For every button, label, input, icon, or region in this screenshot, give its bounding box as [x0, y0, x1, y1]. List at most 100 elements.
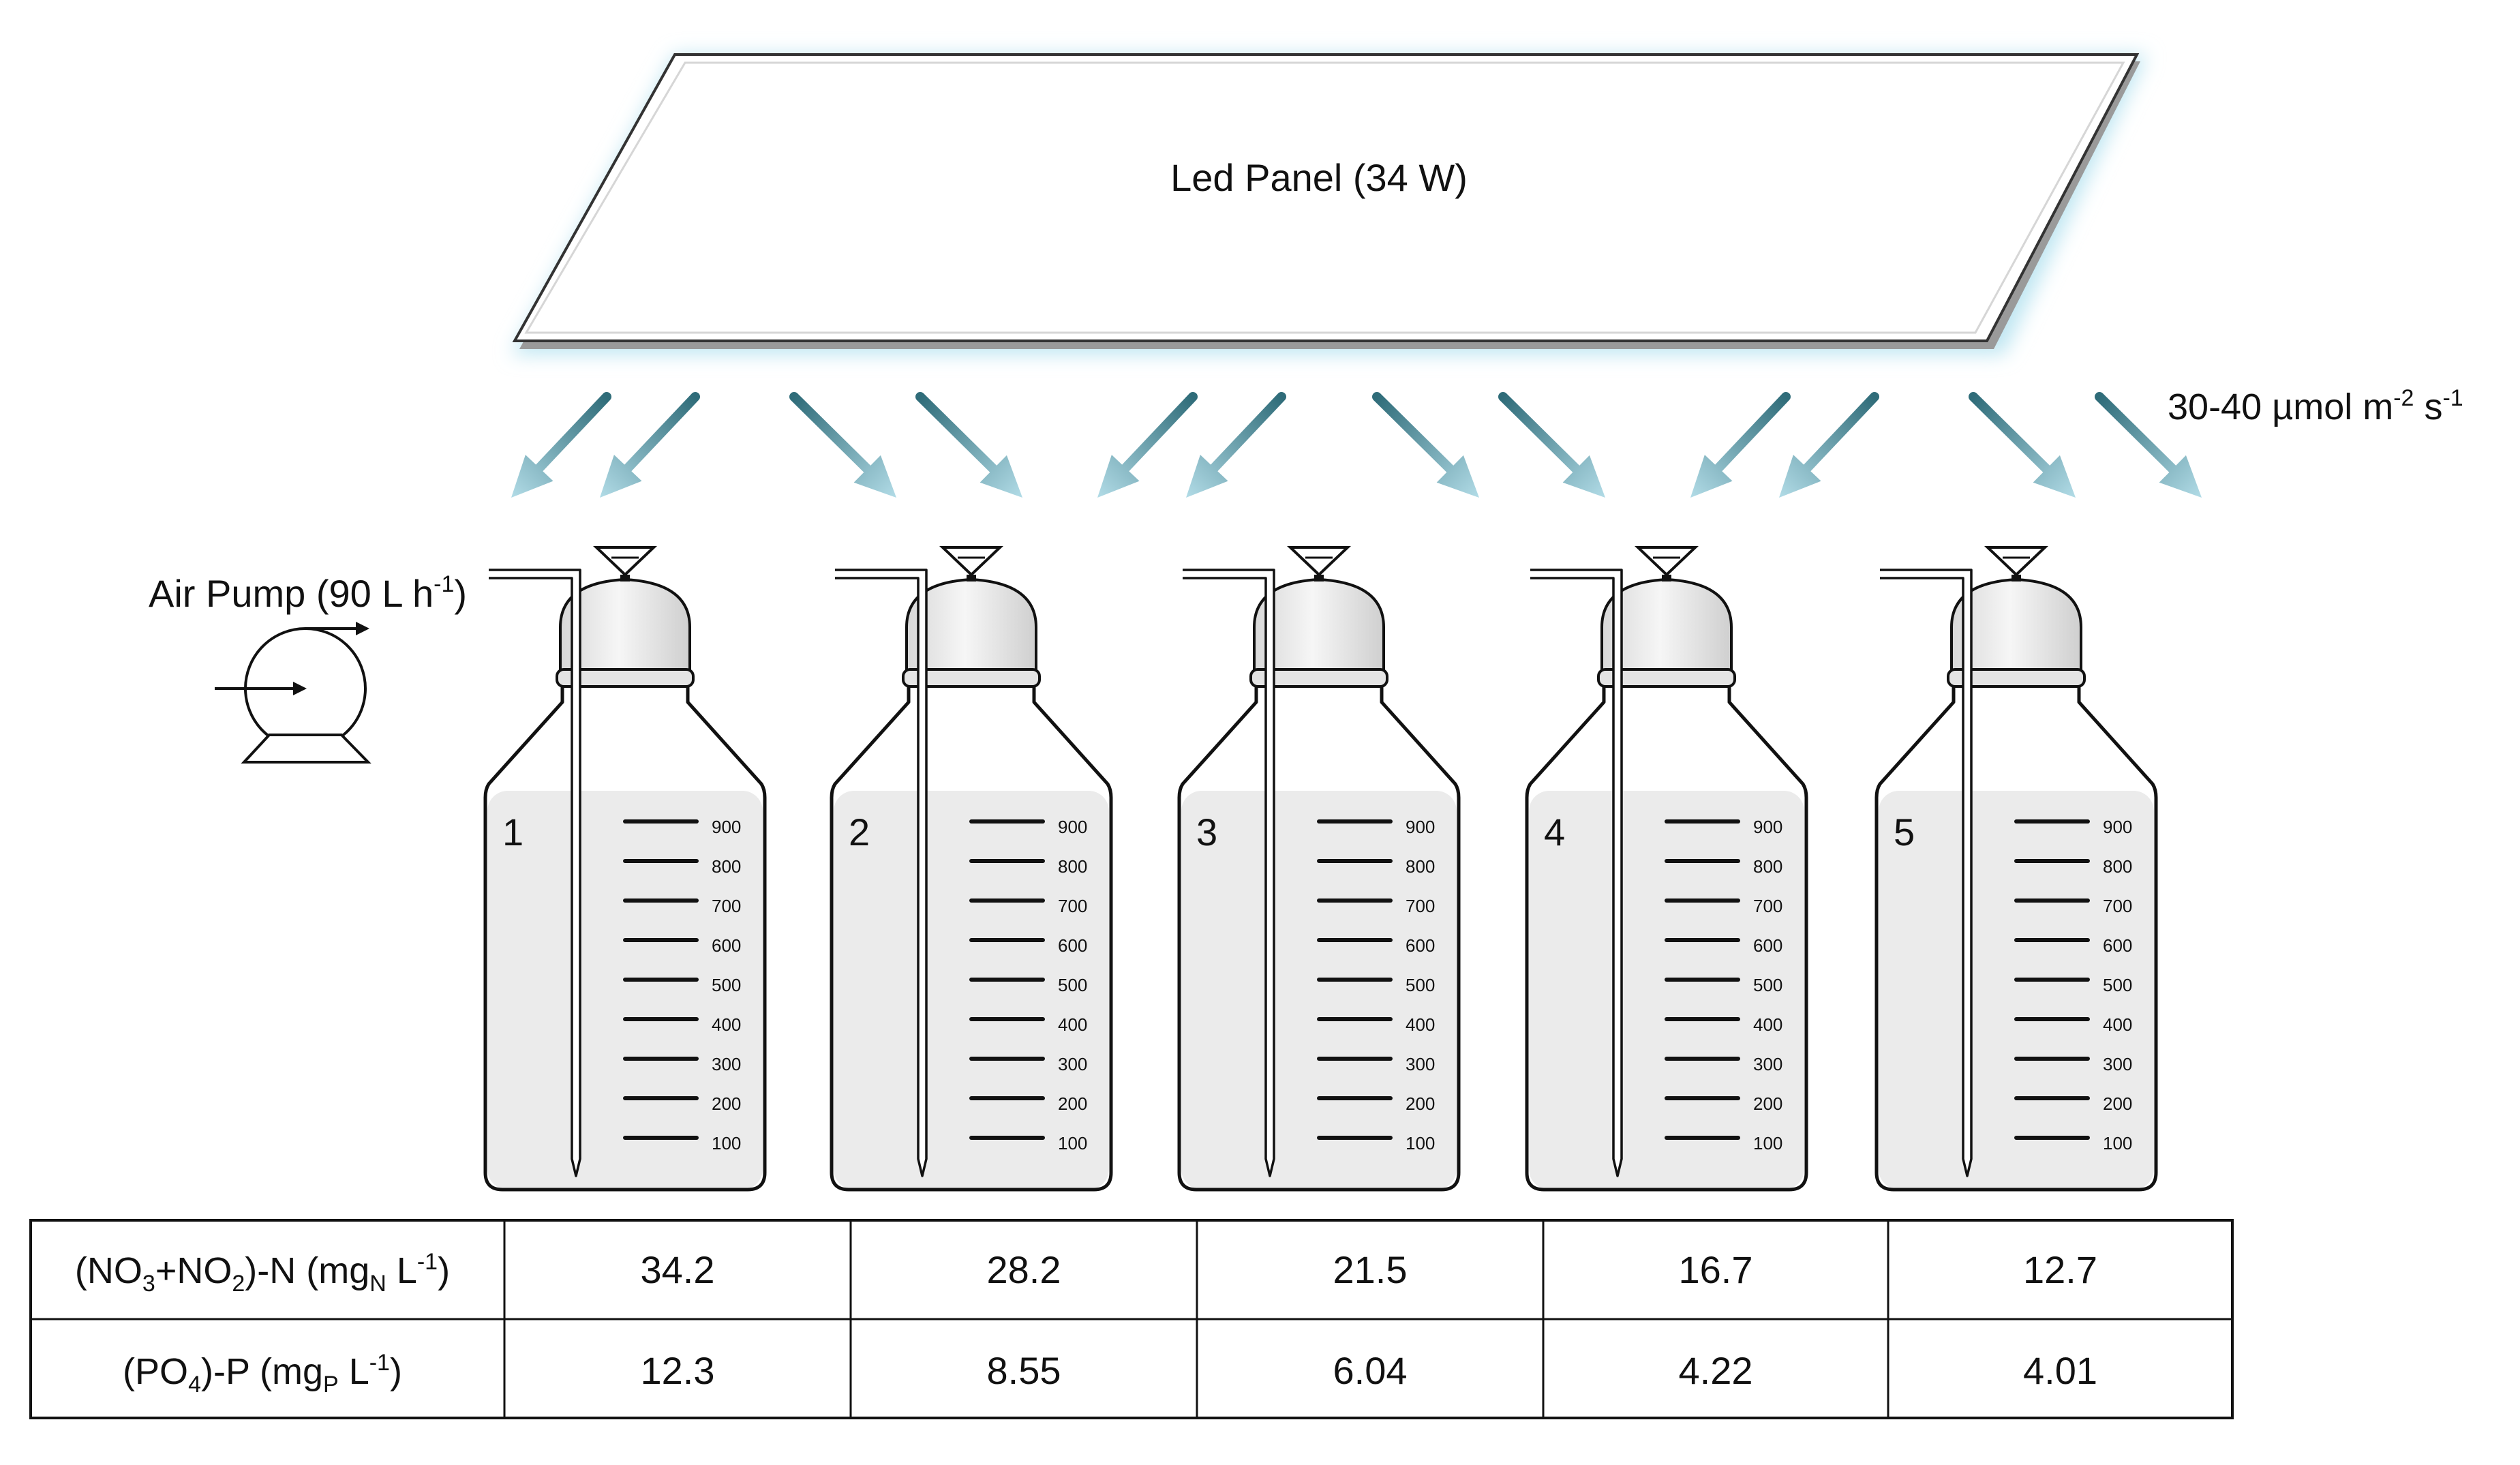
- vent-filter-stem: [620, 575, 630, 582]
- table-cell: 4.22: [1679, 1349, 1753, 1392]
- bottle-cap-ring: [1597, 668, 1736, 688]
- vent-filter-icon: [593, 546, 657, 577]
- hdr-p-d: ): [390, 1351, 402, 1392]
- bottle-outline: [483, 682, 767, 1192]
- vent-filter-stem: [1314, 575, 1324, 582]
- light-arrow: [789, 392, 896, 498]
- light-intensity-value: 30-40 µmol m: [2168, 387, 2393, 427]
- bottle-liquid: [1879, 791, 2154, 1190]
- light-arrow: [1498, 392, 1605, 498]
- scale-tick-label: 800: [2103, 856, 2132, 877]
- bottle-outline: [830, 682, 1113, 1192]
- scale-tick-label: 400: [712, 1014, 741, 1035]
- bottle-liquid: [1181, 791, 1457, 1190]
- air-pump-label-text: Air Pump (90 L h: [149, 572, 434, 615]
- hdr-n-a-sub: 3: [142, 1271, 155, 1297]
- table-cell: 21.5: [1333, 1248, 1408, 1291]
- bottle-number: 4: [1544, 811, 1565, 854]
- table-cell: 12.7: [2023, 1248, 2097, 1291]
- led-panel-surface: [512, 53, 2140, 342]
- table-cell: 34.2: [641, 1248, 715, 1291]
- vent-filter-stem: [967, 575, 976, 582]
- table-row-header-nitrogen: (NO3+NO2)-N (mgN L-1): [75, 1249, 450, 1297]
- bottle-liquid: [487, 791, 763, 1190]
- air-tube: [835, 569, 928, 1177]
- vent-filter-icon: [1635, 546, 1699, 577]
- scale-tick-label: 400: [1058, 1014, 1087, 1035]
- light-arrows: [511, 392, 2202, 498]
- light-arrow: [1690, 392, 1791, 498]
- light-intensity-label: 30-40 µmol m-2 s-1: [2168, 385, 2463, 427]
- led-panel-label: Led Panel (34 W): [1170, 156, 1468, 199]
- scale-tick-label: 600: [2103, 935, 2132, 956]
- vent-filter-stem: [1662, 575, 1671, 582]
- scale-tick-label: 700: [2103, 896, 2132, 916]
- bottle-cap-ring: [556, 668, 695, 688]
- vent-filter-stem: [2012, 575, 2021, 582]
- scale-tick-label: 800: [712, 856, 741, 877]
- scale-tick-label: 200: [1753, 1093, 1782, 1114]
- hdr-n-b: +NO: [155, 1250, 232, 1291]
- vent-filter-icon: [1984, 546, 2048, 577]
- vent-filter-icon: [1287, 546, 1351, 577]
- scale-tick-label: 700: [712, 896, 741, 916]
- scale-tick-label: 800: [1406, 856, 1435, 877]
- scale-tick-label: 200: [712, 1093, 741, 1114]
- air-pump-label: Air Pump (90 L h-1): [149, 571, 467, 615]
- led-panel-inner-edge: [524, 61, 2125, 334]
- pump-icon: [215, 622, 371, 764]
- scale-tick-label: 900: [1753, 817, 1782, 837]
- scale-tick-label: 100: [712, 1133, 741, 1153]
- scale-tick-label: 500: [1058, 975, 1087, 995]
- scale-tick-label: 100: [1058, 1133, 1087, 1153]
- scale-tick-label: 100: [1753, 1133, 1782, 1153]
- hdr-p-a: (PO: [123, 1351, 188, 1392]
- scale-tick-label: 100: [1406, 1133, 1435, 1153]
- bottle-liquid: [1529, 791, 1804, 1190]
- scale-tick-label: 400: [2103, 1014, 2132, 1035]
- hdr-n-e: ): [438, 1250, 450, 1291]
- air-pump-label-close: ): [454, 572, 467, 615]
- light-exp-2: -1: [2442, 385, 2463, 411]
- scale-tick-label: 800: [1058, 856, 1087, 877]
- scale-tick-label: 900: [1406, 817, 1435, 837]
- hdr-n-d-sup: -1: [417, 1249, 438, 1275]
- vent-filter-icon: [939, 546, 1003, 577]
- bottle-number: 2: [849, 811, 870, 854]
- hdr-n-a: (NO: [75, 1250, 142, 1291]
- scale-tick-label: 700: [1058, 896, 1087, 916]
- table-cell: 28.2: [987, 1248, 1061, 1291]
- bottle-outline: [1177, 682, 1461, 1192]
- scale-tick-label: 600: [712, 935, 741, 956]
- light-arrow: [600, 392, 700, 498]
- bottle-number: 3: [1196, 811, 1217, 854]
- scale-tick-label: 200: [1406, 1093, 1435, 1114]
- hdr-p-c: L: [339, 1351, 369, 1392]
- scale-tick-label: 600: [1753, 935, 1782, 956]
- light-arrow: [1372, 392, 1479, 498]
- air-tube: [1183, 569, 1275, 1177]
- hdr-p-b: )-P (mg: [201, 1351, 323, 1392]
- bottle-number: 5: [1894, 811, 1915, 854]
- table-cell: 8.55: [987, 1349, 1061, 1392]
- scale-tick-label: 300: [2103, 1054, 2132, 1074]
- hdr-p-a-sub: 4: [188, 1372, 201, 1398]
- table-cell: 4.01: [2023, 1349, 2097, 1392]
- air-tube: [489, 569, 581, 1177]
- hdr-p-c-sup: -1: [369, 1350, 390, 1376]
- light-arrow: [1969, 392, 2076, 498]
- scale-tick-label: 500: [712, 975, 741, 995]
- bottle-cap-ring: [1249, 668, 1388, 688]
- scale-tick-label: 500: [1406, 975, 1435, 995]
- light-arrow: [915, 392, 1022, 498]
- scale-tick-label: 700: [1753, 896, 1782, 916]
- bottle-cap-ring: [1947, 668, 2086, 688]
